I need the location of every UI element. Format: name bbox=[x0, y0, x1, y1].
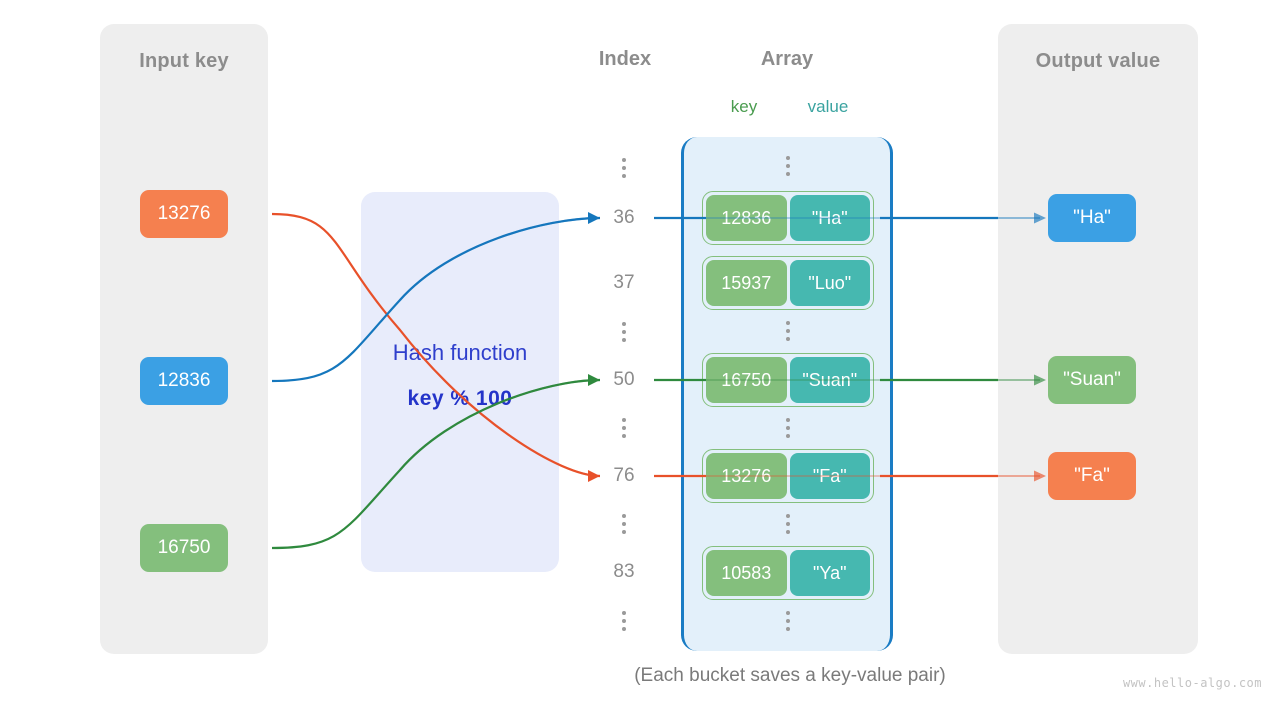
index-label: 50 bbox=[613, 369, 635, 390]
output-value-panel: Output value bbox=[998, 24, 1198, 654]
output-value-box[interactable]: "Fa" bbox=[1048, 452, 1136, 500]
input-key-box[interactable]: 16750 bbox=[140, 524, 228, 572]
hash-function-label: Hash function bbox=[392, 340, 528, 365]
input-key-box[interactable]: 12836 bbox=[140, 357, 228, 405]
site-watermark: www.hello-algo.com bbox=[1122, 676, 1262, 690]
bucket-key: 10583 bbox=[706, 550, 787, 596]
index-label: 36 bbox=[613, 207, 635, 228]
index-label: 76 bbox=[613, 465, 635, 486]
bucket-key: 13276 bbox=[706, 453, 787, 499]
bucket-value: "Fa" bbox=[789, 453, 870, 499]
bucket[interactable]: 12836"Ha" bbox=[702, 191, 874, 245]
bucket[interactable]: 10583"Ya" bbox=[702, 546, 874, 600]
bucket-key: 12836 bbox=[706, 195, 787, 241]
array-ellipsis bbox=[781, 611, 795, 631]
key-subheader: key bbox=[730, 97, 758, 116]
bucket-key: 16750 bbox=[706, 357, 787, 403]
bucket-value: "Suan" bbox=[789, 357, 870, 403]
array-ellipsis bbox=[781, 418, 795, 438]
diagram-caption: (Each bucket saves a key-value pair) bbox=[634, 665, 946, 686]
hash-function-box: Hash function key % 100 bbox=[361, 192, 559, 572]
index-ellipsis bbox=[617, 322, 631, 342]
input-panel-title: Input key bbox=[139, 50, 229, 72]
array-ellipsis bbox=[781, 321, 795, 341]
hash-formula-label: key % 100 bbox=[407, 387, 513, 410]
value-subheader: value bbox=[807, 97, 849, 116]
bucket-value: "Luo" bbox=[789, 260, 870, 306]
index-column-header: Index bbox=[598, 48, 652, 70]
index-ellipsis bbox=[617, 418, 631, 438]
output-value-box[interactable]: "Ha" bbox=[1048, 194, 1136, 242]
bucket-key: 15937 bbox=[706, 260, 787, 306]
array-column-header: Array bbox=[760, 48, 814, 70]
index-ellipsis bbox=[617, 514, 631, 534]
index-label: 83 bbox=[613, 561, 635, 582]
array-ellipsis bbox=[781, 514, 795, 534]
index-label: 37 bbox=[613, 272, 635, 293]
bucket-value: "Ha" bbox=[789, 195, 870, 241]
input-key-box[interactable]: 13276 bbox=[140, 190, 228, 238]
bucket[interactable]: 16750"Suan" bbox=[702, 353, 874, 407]
bucket[interactable]: 15937"Luo" bbox=[702, 256, 874, 310]
bucket[interactable]: 13276"Fa" bbox=[702, 449, 874, 503]
array-ellipsis bbox=[781, 156, 795, 176]
bucket-value: "Ya" bbox=[789, 550, 870, 596]
index-ellipsis bbox=[617, 158, 631, 178]
output-value-box[interactable]: "Suan" bbox=[1048, 356, 1136, 404]
index-ellipsis bbox=[617, 611, 631, 631]
output-panel-title: Output value bbox=[1035, 50, 1161, 72]
